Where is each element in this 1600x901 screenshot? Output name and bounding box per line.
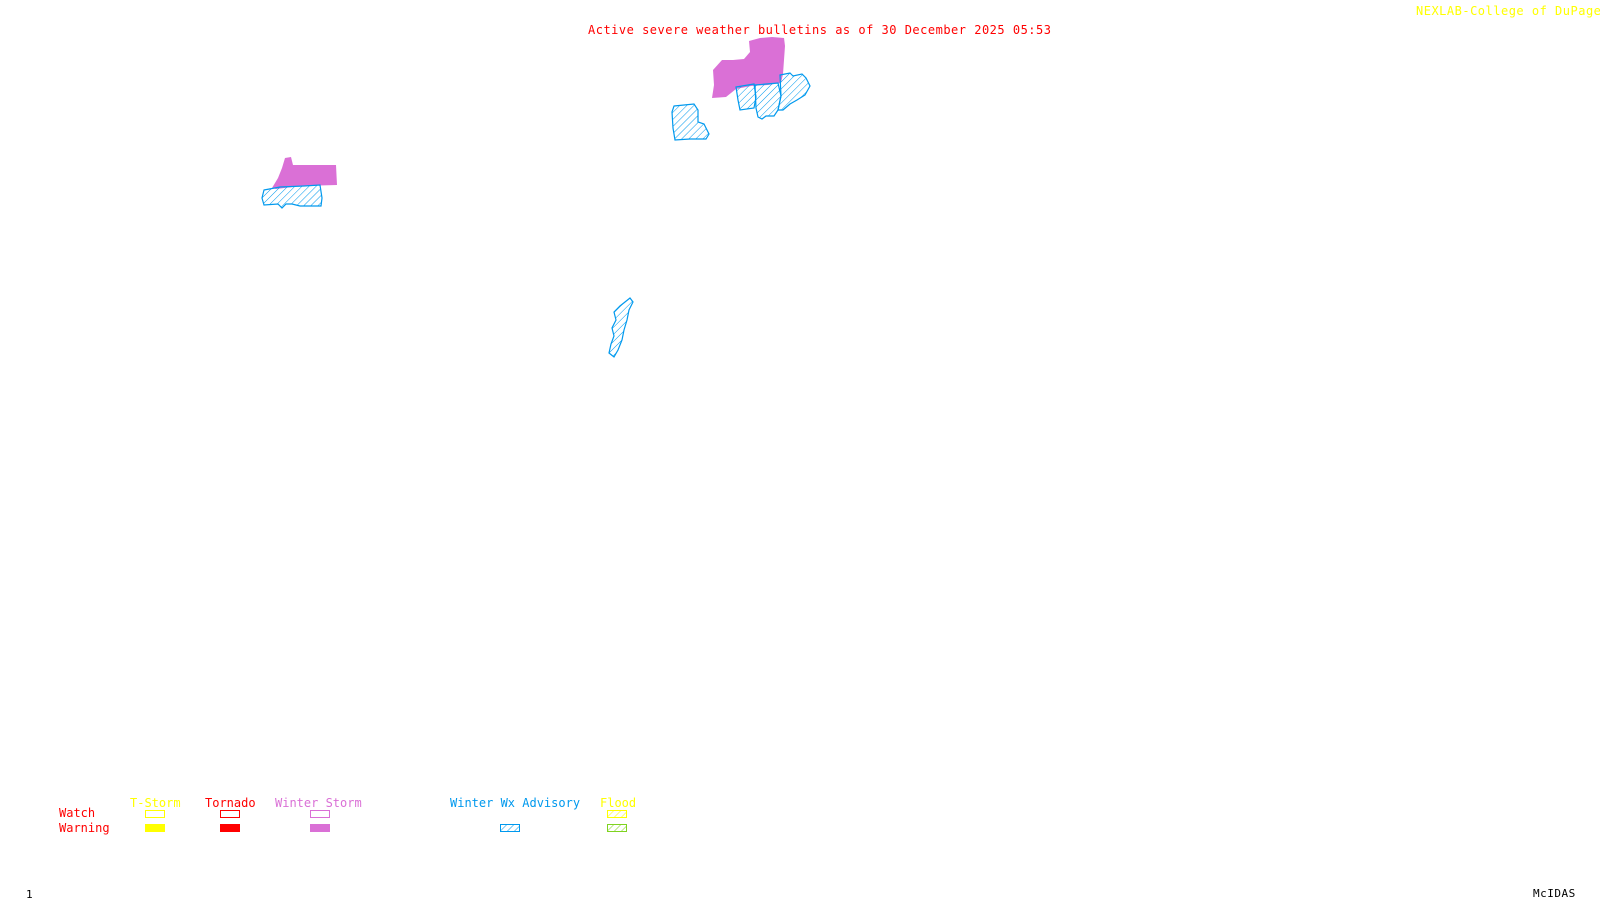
legend-winter-storm-label: Winter Storm [275, 796, 362, 810]
legend-flood-label: Flood [600, 796, 637, 810]
winter-storm-warning-swatch [310, 824, 330, 832]
winter-wx-advisory-central[interactable] [608, 297, 634, 358]
credit-label: NEXLAB-College of DuPage [1416, 4, 1600, 18]
legend-winter-wx-advisory-label: Winter Wx Advisory [450, 796, 581, 810]
map-title: Active severe weather bulletins as of 30… [588, 23, 1052, 37]
tstorm-watch-swatch [145, 810, 165, 818]
winter-wx-advisory-northeast-c[interactable] [777, 72, 811, 111]
software-label: McIDAS [1533, 887, 1576, 900]
winter-wx-advisory-northeast-a[interactable] [735, 83, 757, 111]
winter-storm-watch-swatch [310, 810, 330, 818]
legend-warning-label: Warning [59, 821, 110, 835]
winter-wx-advisory-north-central[interactable] [671, 103, 710, 141]
tornado-warning-swatch [220, 824, 240, 832]
winter-wx-advisory-swatch [500, 824, 520, 832]
legend-tornado-label: Tornado [205, 796, 256, 810]
legend-watch-label: Watch [59, 806, 96, 820]
winter-storm-warning-northeast[interactable] [712, 37, 785, 98]
tstorm-warning-swatch [145, 824, 165, 832]
tornado-watch-swatch [220, 810, 240, 818]
flood-warning-swatch [607, 824, 627, 832]
frame-number: 1 [26, 888, 34, 901]
winter-wx-advisory-northeast-b[interactable] [754, 82, 782, 120]
winter-wx-advisory-west[interactable] [261, 184, 323, 209]
winter-storm-warning-west[interactable] [272, 157, 337, 189]
legend-tstorm-label: T-Storm [130, 796, 181, 810]
flood-watch-swatch [607, 810, 627, 818]
